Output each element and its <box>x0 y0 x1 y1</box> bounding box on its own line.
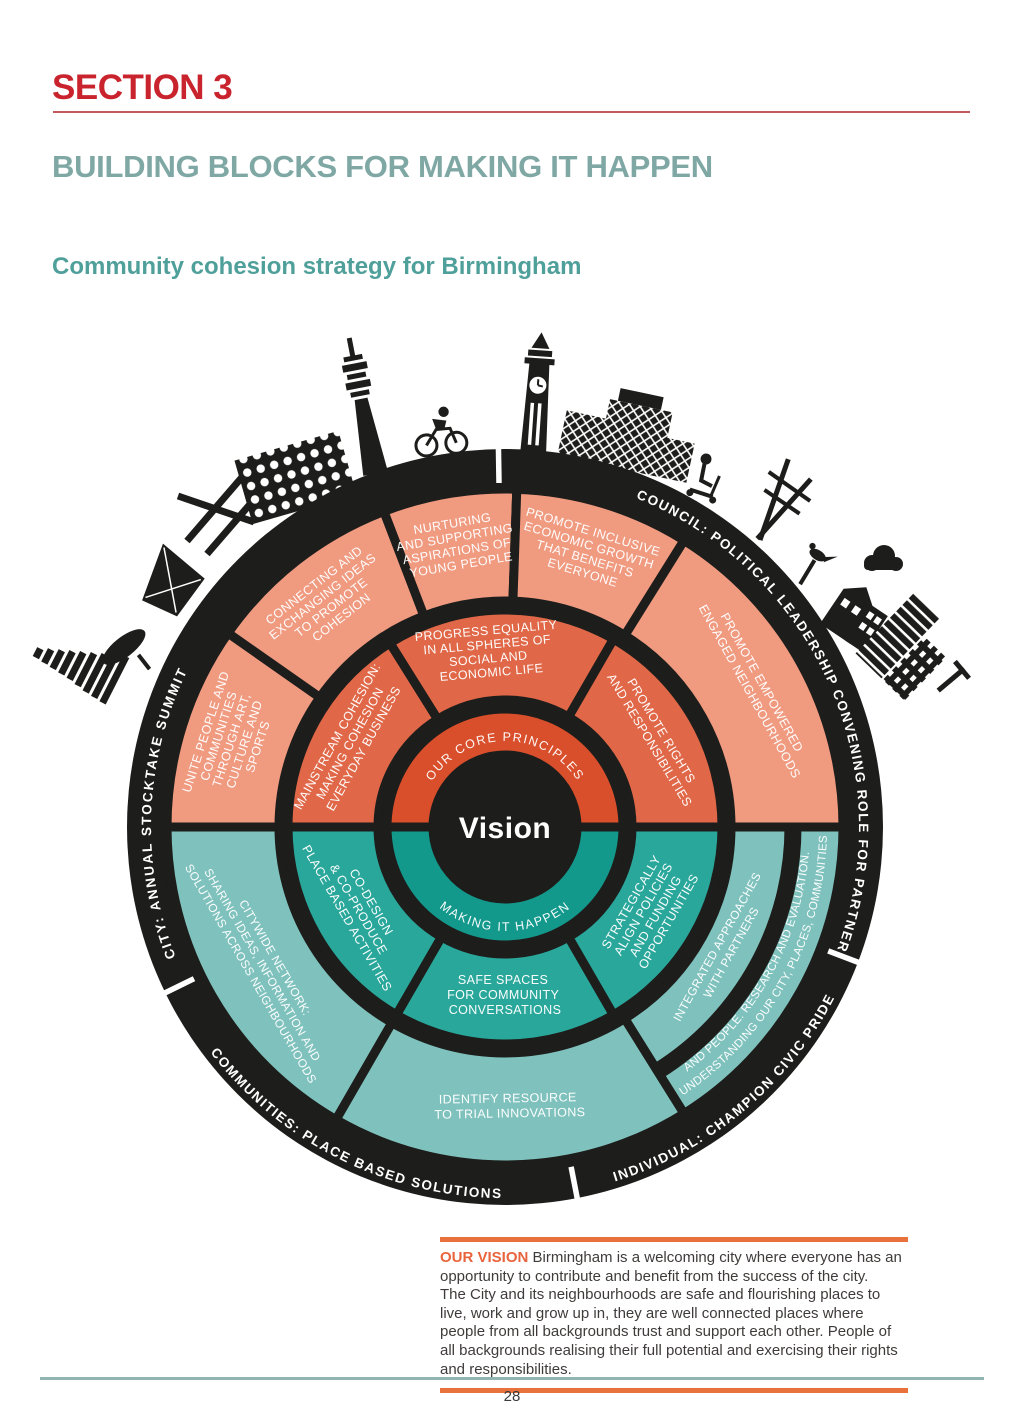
segment-identify <box>329 1012 691 1170</box>
clock-tower-icon <box>520 332 555 456</box>
segment-integrated <box>618 822 794 1075</box>
segment-citywide <box>162 822 399 1126</box>
segment-label-identify: IDENTIFY RESOURCE TO TRIAL INNOVATIONS <box>434 1090 586 1122</box>
page-subtitle: Community cohesion strategy for Birmingh… <box>52 253 582 280</box>
segment-progress <box>383 605 620 726</box>
ring-divider-notches <box>162 444 861 1201</box>
vision-paragraph-1: OUR VISION Birmingham is a welcoming cit… <box>440 1249 908 1286</box>
leaf-icon <box>102 629 152 671</box>
vision-text-1: Birmingham is a welcoming city where eve… <box>440 1249 902 1285</box>
houses-icon <box>820 587 888 653</box>
section-label: SECTION 3 <box>52 68 233 107</box>
vision-text-2: The City and its neighbourhoods are safe… <box>440 1286 898 1378</box>
segment-connecting <box>221 505 430 704</box>
vision-paragraph-2: The City and its neighbourhoods are safe… <box>440 1286 908 1379</box>
office-towers-icon <box>855 592 947 701</box>
section-rule <box>53 111 970 113</box>
scooter-child-icon <box>686 453 721 504</box>
bird-on-post-icon <box>798 542 838 586</box>
vision-center-label: Vision <box>459 812 551 845</box>
vision-circle <box>431 753 579 901</box>
lamp-post-icon <box>936 659 971 693</box>
cyclist-icon <box>414 406 469 458</box>
segment-mainstream <box>283 636 444 832</box>
city-skyline-silhouette <box>32 332 971 705</box>
vision-statement-box: OUR VISION Birmingham is a welcoming cit… <box>440 1237 908 1394</box>
vision-label: OUR VISION <box>440 1249 529 1266</box>
segment-safespaces <box>390 930 620 1049</box>
segment-codesign <box>283 822 448 1022</box>
segment-understanding <box>653 822 848 1120</box>
segment-label-safespaces: SAFE SPACES FOR COMMUNITY CONVERSATIONS <box>447 973 563 1017</box>
segment-rights <box>562 632 727 832</box>
bt-tower-icon <box>341 337 388 476</box>
page-title: BUILDING BLOCKS FOR MAKING IT HAPPEN <box>52 149 713 184</box>
segment-neighbourhoods <box>618 534 848 832</box>
pylon-icon <box>755 458 813 541</box>
spiral-tower-icon <box>32 647 130 705</box>
kite-icon <box>142 543 205 617</box>
selfridges-building-icon <box>557 388 695 483</box>
segment-align <box>562 822 727 1022</box>
cohesion-wheel-diagram: Vision OUR CORE PRINCIPLES MAKING IT HAP… <box>0 325 971 1205</box>
cloud-icon <box>864 545 903 571</box>
segment-label-align: STRATEGICALLY ALIGN POLICIES AND FUNDING… <box>599 850 702 972</box>
footer-rule <box>40 1377 984 1380</box>
page-number: 28 <box>503 1388 521 1405</box>
